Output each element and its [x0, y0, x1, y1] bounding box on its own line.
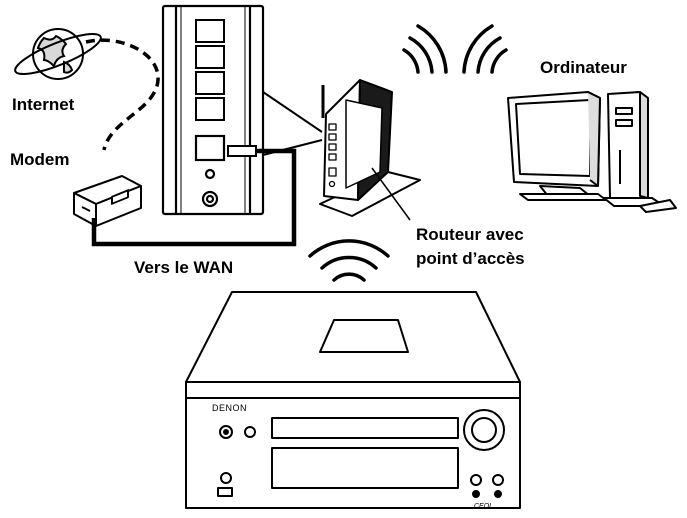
modem-device [73, 175, 142, 227]
internet-link [85, 38, 160, 151]
receiver-badge: CEOL [474, 503, 494, 510]
lan-ports [195, 19, 225, 121]
receiver-brand: DENON [212, 403, 248, 413]
modem-label: Modem [10, 150, 70, 169]
internet-label: Internet [12, 95, 75, 114]
computer-label: Ordinateur [540, 58, 627, 77]
router-label-line1: Routeur avec [416, 225, 524, 244]
router-device [319, 79, 421, 217]
globe-icon [14, 28, 102, 80]
wifi-signal-icon-receiver [308, 239, 390, 282]
router-back-panel [161, 4, 265, 216]
wifi-signal-icon [402, 24, 508, 74]
receiver-device [185, 291, 521, 509]
wan-label: Vers le WAN [134, 258, 234, 277]
wan-port [194, 134, 226, 162]
computer-device [507, 91, 677, 213]
router-label-line2: point d’accès [416, 249, 525, 268]
